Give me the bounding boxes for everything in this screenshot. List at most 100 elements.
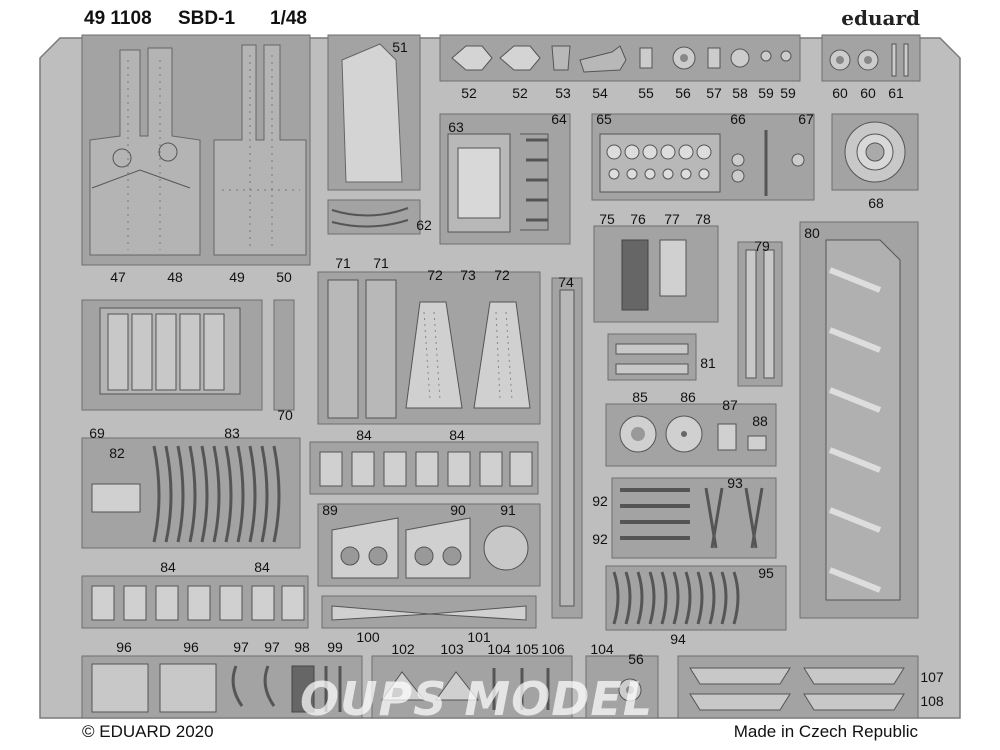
label-58: 58	[732, 85, 748, 101]
part-63-64	[439, 113, 571, 245]
label-55: 55	[638, 85, 654, 101]
part-100	[321, 595, 537, 629]
label-99: 99	[327, 639, 343, 655]
label-52a: 52	[461, 85, 477, 101]
label-89: 89	[322, 502, 338, 518]
label-103: 103	[440, 641, 464, 657]
label-81: 81	[700, 355, 716, 371]
label-84c: 84	[160, 559, 176, 575]
label-86: 86	[680, 389, 696, 405]
model-name: SBD-1	[178, 8, 236, 29]
label-83: 83	[224, 425, 240, 441]
label-47: 47	[110, 269, 126, 285]
part-94-95	[605, 565, 787, 631]
label-84d: 84	[254, 559, 270, 575]
origin-text: Made in Czech Republic	[733, 722, 918, 741]
label-92a: 92	[592, 493, 608, 509]
part-107-108	[677, 655, 919, 719]
label-68: 68	[868, 195, 884, 211]
label-79: 79	[754, 238, 770, 254]
label-51: 51	[392, 39, 408, 55]
label-59a: 59	[758, 85, 774, 101]
label-49: 49	[229, 269, 245, 285]
part-74	[551, 277, 583, 619]
label-101: 101	[467, 629, 491, 645]
label-59b: 59	[780, 85, 796, 101]
label-53: 53	[555, 85, 571, 101]
label-77: 77	[664, 211, 680, 227]
label-87: 87	[722, 397, 738, 413]
part-69	[81, 299, 295, 411]
part-60-61	[821, 34, 921, 82]
label-102: 102	[391, 641, 415, 657]
label-100: 100	[356, 629, 380, 645]
part-75-78	[593, 225, 719, 323]
part-81	[607, 333, 697, 381]
part-65-67	[591, 113, 815, 201]
label-70: 70	[277, 407, 293, 423]
label-92b: 92	[592, 531, 608, 547]
part-71-73	[317, 271, 541, 425]
label-78: 78	[695, 211, 711, 227]
label-65: 65	[596, 111, 612, 127]
label-93: 93	[727, 475, 743, 491]
label-67: 67	[798, 111, 814, 127]
part-92-93	[611, 477, 777, 559]
label-76: 76	[630, 211, 646, 227]
label-66: 66	[730, 111, 746, 127]
part-68	[831, 113, 919, 191]
label-71a: 71	[335, 255, 351, 271]
label-90: 90	[450, 502, 466, 518]
label-69: 69	[89, 425, 105, 441]
label-71b: 71	[373, 255, 389, 271]
label-74: 74	[558, 274, 574, 290]
label-84b: 84	[449, 427, 465, 443]
label-98: 98	[294, 639, 310, 655]
label-107: 107	[920, 669, 944, 685]
label-95: 95	[758, 565, 774, 581]
label-52b: 52	[512, 85, 528, 101]
part-panel-47-48	[81, 34, 311, 266]
label-57: 57	[706, 85, 722, 101]
label-62: 62	[416, 217, 432, 233]
brand-logo: eduard	[841, 6, 920, 30]
part-strip-52-59	[439, 34, 801, 82]
scale: 1/48	[270, 8, 307, 29]
part-84-top	[309, 441, 539, 495]
label-60b: 60	[860, 85, 876, 101]
watermark: OUPS MODEL	[300, 672, 654, 726]
label-82: 82	[109, 445, 125, 461]
label-56b: 56	[628, 651, 644, 667]
label-73: 73	[460, 267, 476, 283]
part-84-bottom	[81, 575, 309, 629]
label-72a: 72	[427, 267, 443, 283]
label-88: 88	[752, 413, 768, 429]
label-80: 80	[804, 225, 820, 241]
label-96b: 96	[183, 639, 199, 655]
label-97a: 97	[233, 639, 249, 655]
label-84a: 84	[356, 427, 372, 443]
part-85-88	[605, 403, 777, 467]
label-91: 91	[500, 502, 516, 518]
label-61: 61	[888, 85, 904, 101]
label-56a: 56	[675, 85, 691, 101]
part-51	[327, 34, 421, 235]
label-48: 48	[167, 269, 183, 285]
part-96-99	[81, 655, 363, 719]
copyright: © EDUARD 2020	[82, 722, 214, 741]
label-94: 94	[670, 631, 686, 647]
part-79	[737, 241, 783, 387]
label-54: 54	[592, 85, 608, 101]
label-96a: 96	[116, 639, 132, 655]
label-106: 106	[541, 641, 565, 657]
set-number: 49 1108	[84, 8, 152, 29]
part-82-83	[81, 437, 301, 549]
label-64: 64	[551, 111, 567, 127]
label-104b: 104	[590, 641, 614, 657]
part-89-91	[317, 503, 541, 587]
part-104-56	[585, 655, 659, 719]
label-75: 75	[599, 211, 615, 227]
label-104a: 104	[487, 641, 511, 657]
label-85: 85	[632, 389, 648, 405]
